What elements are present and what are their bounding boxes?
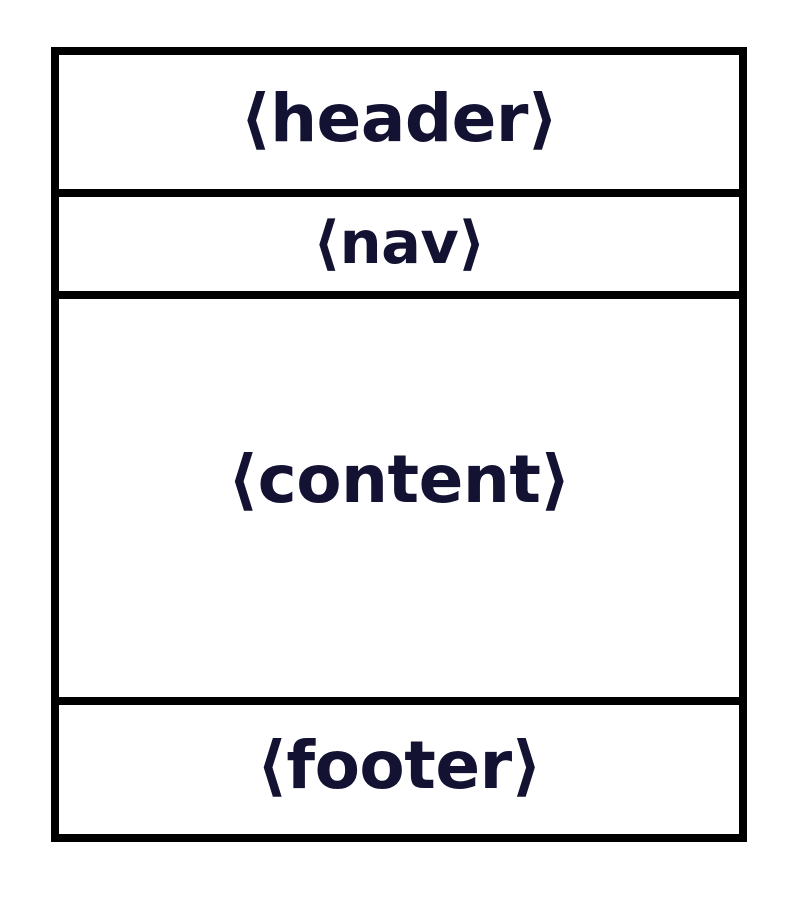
region-header[interactable]: ⟨header⟩ (59, 55, 739, 189)
region-footer-label: ⟨footer⟩ (256, 726, 542, 804)
region-nav[interactable]: ⟨nav⟩ (59, 189, 739, 291)
region-content[interactable]: ⟨content⟩ (59, 291, 739, 697)
region-footer[interactable]: ⟨footer⟩ (59, 697, 739, 834)
region-header-label: ⟨header⟩ (240, 80, 558, 157)
region-nav-label: ⟨nav⟩ (313, 207, 485, 277)
region-content-label: ⟨content⟩ (227, 441, 571, 518)
page-structure-wireframe: ⟨header⟩ ⟨nav⟩ ⟨content⟩ ⟨footer⟩ (51, 47, 747, 842)
